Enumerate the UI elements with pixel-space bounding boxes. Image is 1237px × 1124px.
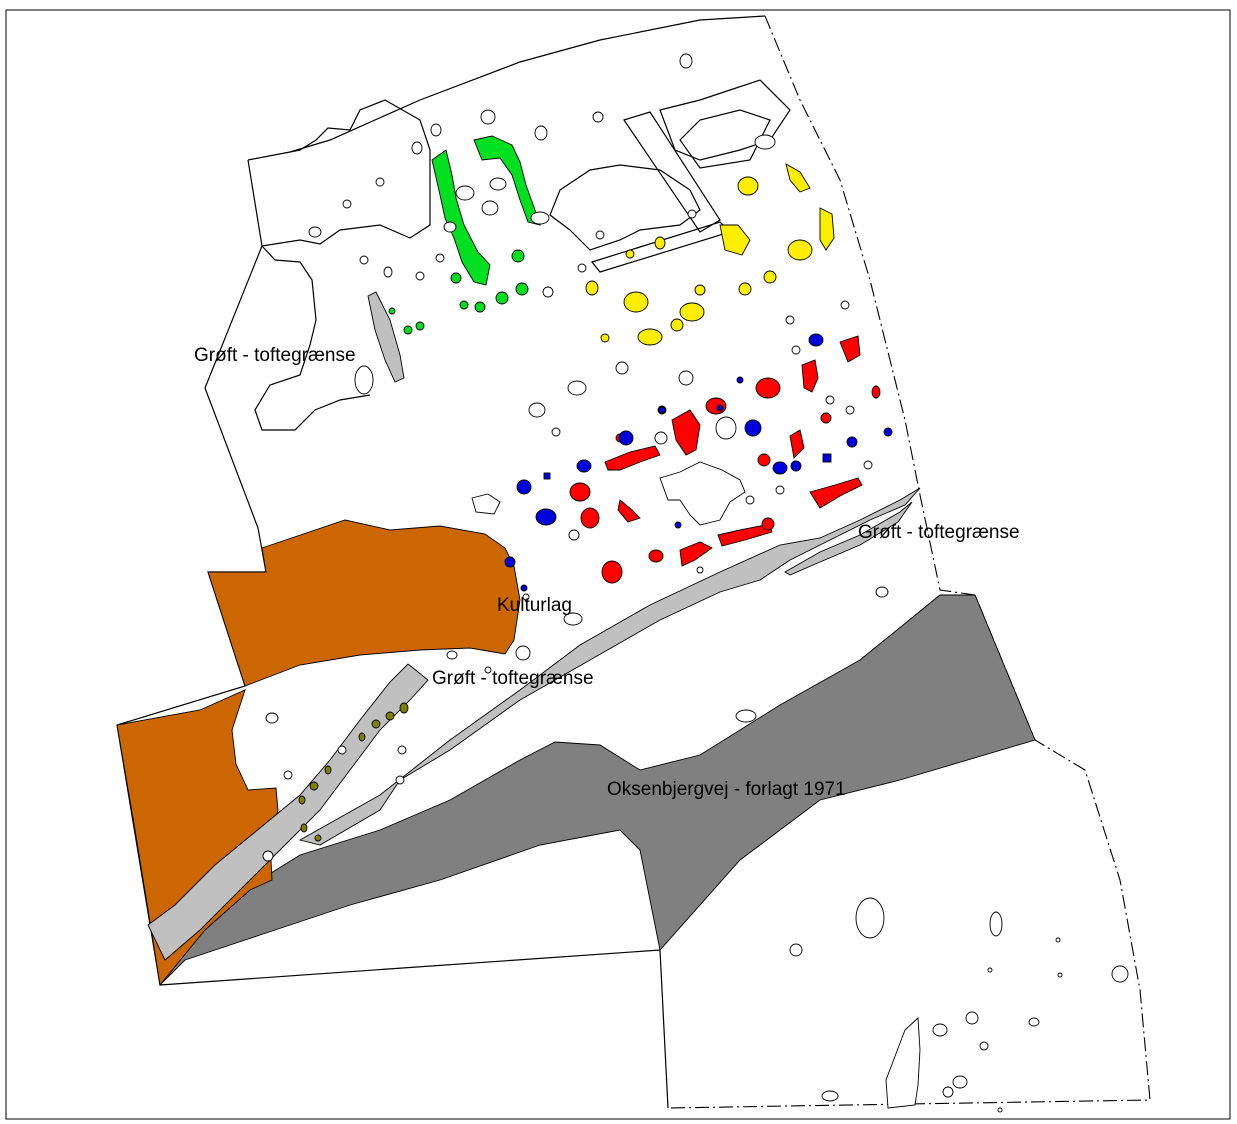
green-features — [388, 135, 541, 335]
olive-features — [298, 702, 409, 842]
label-culture-layer: Kulturlag — [497, 595, 572, 616]
white-features — [262, 53, 1129, 1113]
blue-features — [504, 333, 893, 592]
ditch-west — [367, 291, 405, 383]
road-area — [159, 594, 1036, 986]
ditch-east — [298, 487, 921, 846]
site-boundary-dashdot — [667, 15, 1151, 1109]
culture-layer-north — [207, 519, 521, 687]
yellow-features — [585, 163, 835, 346]
red-features — [569, 335, 881, 584]
ditch-east-segment — [784, 501, 913, 576]
label-ditch-east: Grøft - toftegrænse — [858, 522, 1020, 543]
ditch-middle — [147, 663, 429, 961]
label-ditch-middle: Grøft - toftegrænse — [432, 668, 594, 689]
pit-south — [885, 1017, 921, 1109]
pit-west — [471, 493, 501, 515]
map-frame — [5, 9, 1231, 1120]
label-ditch-west: Grøft - toftegrænse — [194, 345, 356, 366]
pit-cluster — [659, 461, 746, 526]
label-road: Oksenbjergvej - forlagt 1971 — [607, 779, 846, 800]
